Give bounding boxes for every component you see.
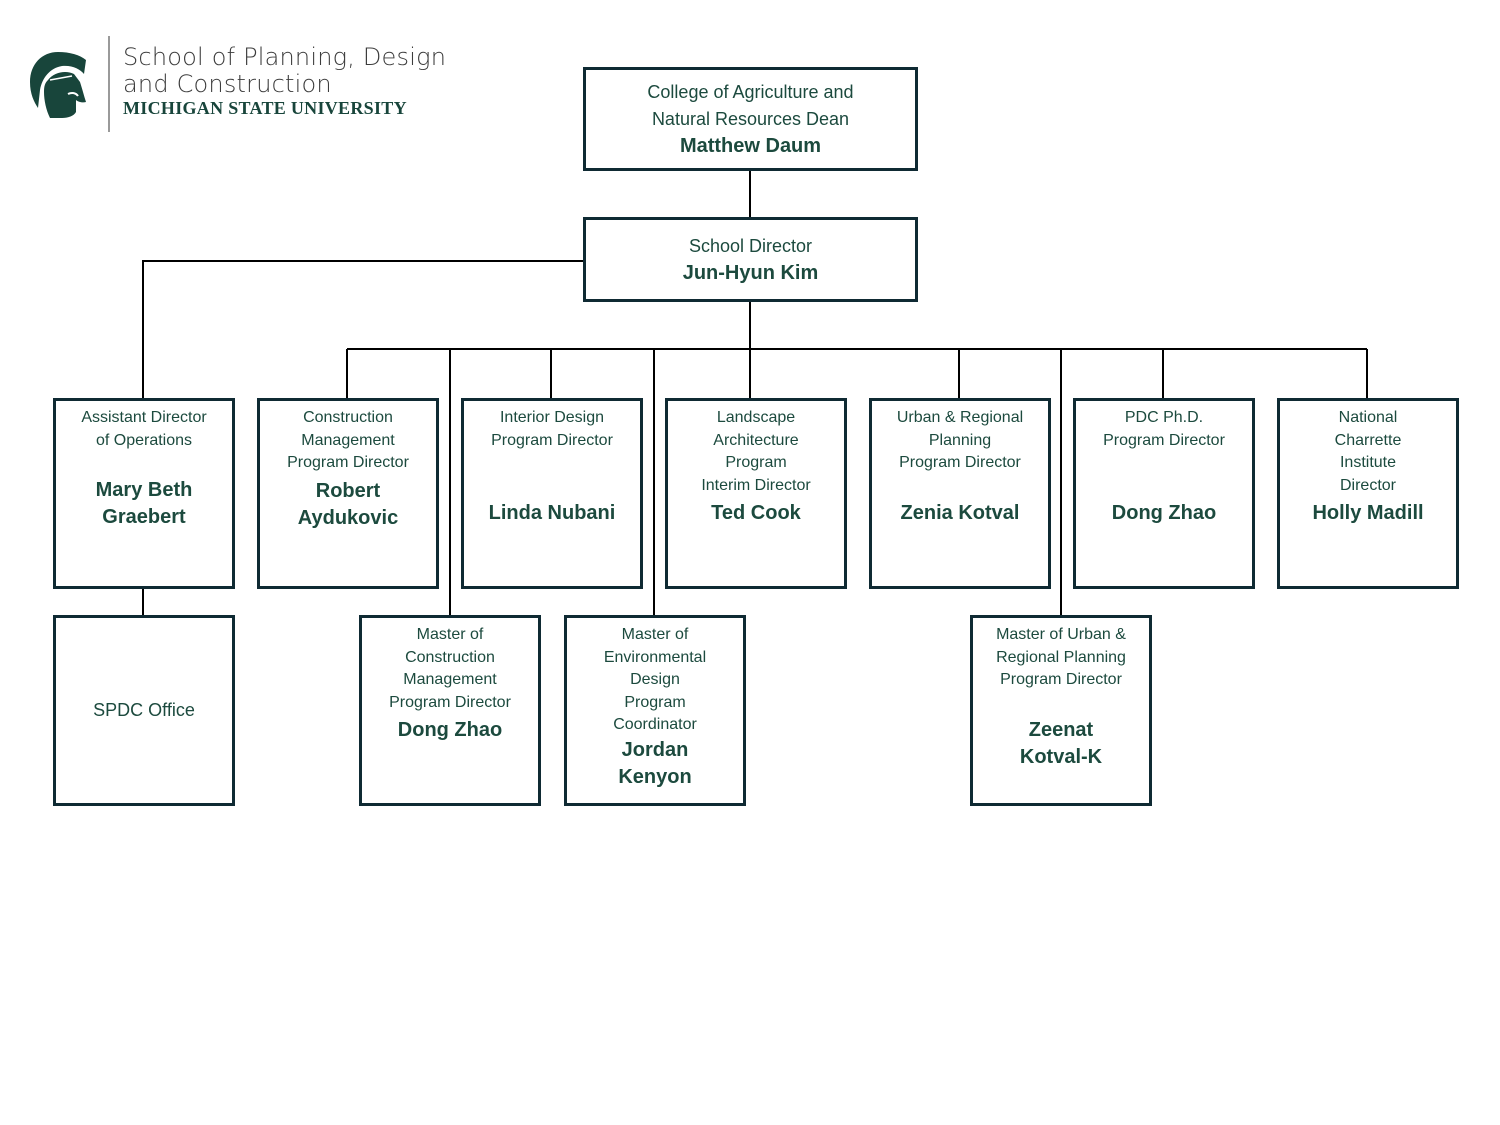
logo-divider	[108, 36, 110, 132]
spartan-helmet-icon	[30, 52, 86, 118]
node-name: Robert Aydukovic	[297, 479, 399, 529]
node-name: Zeenat Kotval-K	[1019, 718, 1103, 768]
node-name: Zenia Kotval	[900, 501, 1020, 524]
node-phd-director: PDC Ph.D. Program Director Dong Zhao	[1073, 398, 1255, 589]
node-name: Jordan Kenyon	[618, 738, 692, 788]
node-la-director: Landscape Architecture Program Interim D…	[665, 398, 847, 589]
node-name: Linda Nubani	[488, 502, 616, 524]
node-murp-director: Master of Urban & Regional Planning Prog…	[970, 615, 1152, 806]
node-title: Interior Design Program Director	[491, 409, 613, 449]
node-title: Master of Construction Management Progra…	[389, 626, 511, 711]
connector-director-asst	[142, 260, 584, 399]
node-nci-director: National Charrette Institute Director Ho…	[1277, 398, 1459, 589]
node-spdc-office: SPDC Office	[53, 615, 235, 806]
node-title: Master of Urban & Regional Planning Prog…	[996, 626, 1126, 688]
node-name: Holly Madill	[1312, 502, 1424, 524]
node-title: PDC Ph.D. Program Director	[1103, 409, 1225, 449]
node-title: Master of Environmental Design Program C…	[603, 626, 707, 733]
node-title: National Charrette Institute Director	[1334, 409, 1402, 494]
node-name: Dong Zhao	[397, 719, 503, 741]
node-name: Matthew Daum	[679, 134, 822, 157]
node-school-director: School Director Jun-Hyun Kim	[583, 217, 918, 302]
node-name: Dong Zhao	[1111, 502, 1217, 524]
node-id-director: Interior Design Program Director Linda N…	[461, 398, 643, 589]
logo-school-name-line1: School of Planning, Design	[123, 43, 447, 71]
node-title: Assistant Director of Operations	[81, 409, 207, 449]
node-asst-director: Assistant Director of Operations Mary Be…	[53, 398, 235, 589]
school-logo: School of Planning, Design and Construct…	[28, 36, 448, 134]
node-title: SPDC Office	[93, 700, 195, 721]
node-urp-director: Urban & Regional Planning Program Direct…	[869, 398, 1051, 589]
node-title: College of Agriculture and Natural Resou…	[647, 81, 854, 129]
node-title: Construction Management Program Director	[287, 409, 409, 471]
node-mcm-director: Master of Construction Management Progra…	[359, 615, 541, 806]
node-title: Urban & Regional Planning Program Direct…	[896, 409, 1024, 471]
node-title: School Director	[688, 235, 813, 256]
node-name: Ted Cook	[711, 502, 801, 524]
node-name: Mary Beth Graebert	[95, 479, 193, 528]
node-title: Landscape Architecture Program Interim D…	[701, 409, 811, 494]
node-cm-director: Construction Management Program Director…	[257, 398, 439, 589]
node-med-coordinator: Master of Environmental Design Program C…	[564, 615, 746, 806]
logo-university-name: MICHIGAN STATE UNIVERSITY	[123, 98, 407, 118]
node-dean: College of Agriculture and Natural Resou…	[583, 67, 918, 171]
logo-school-name-line2: and Construction	[123, 70, 332, 98]
node-name: Jun-Hyun Kim	[682, 261, 819, 284]
